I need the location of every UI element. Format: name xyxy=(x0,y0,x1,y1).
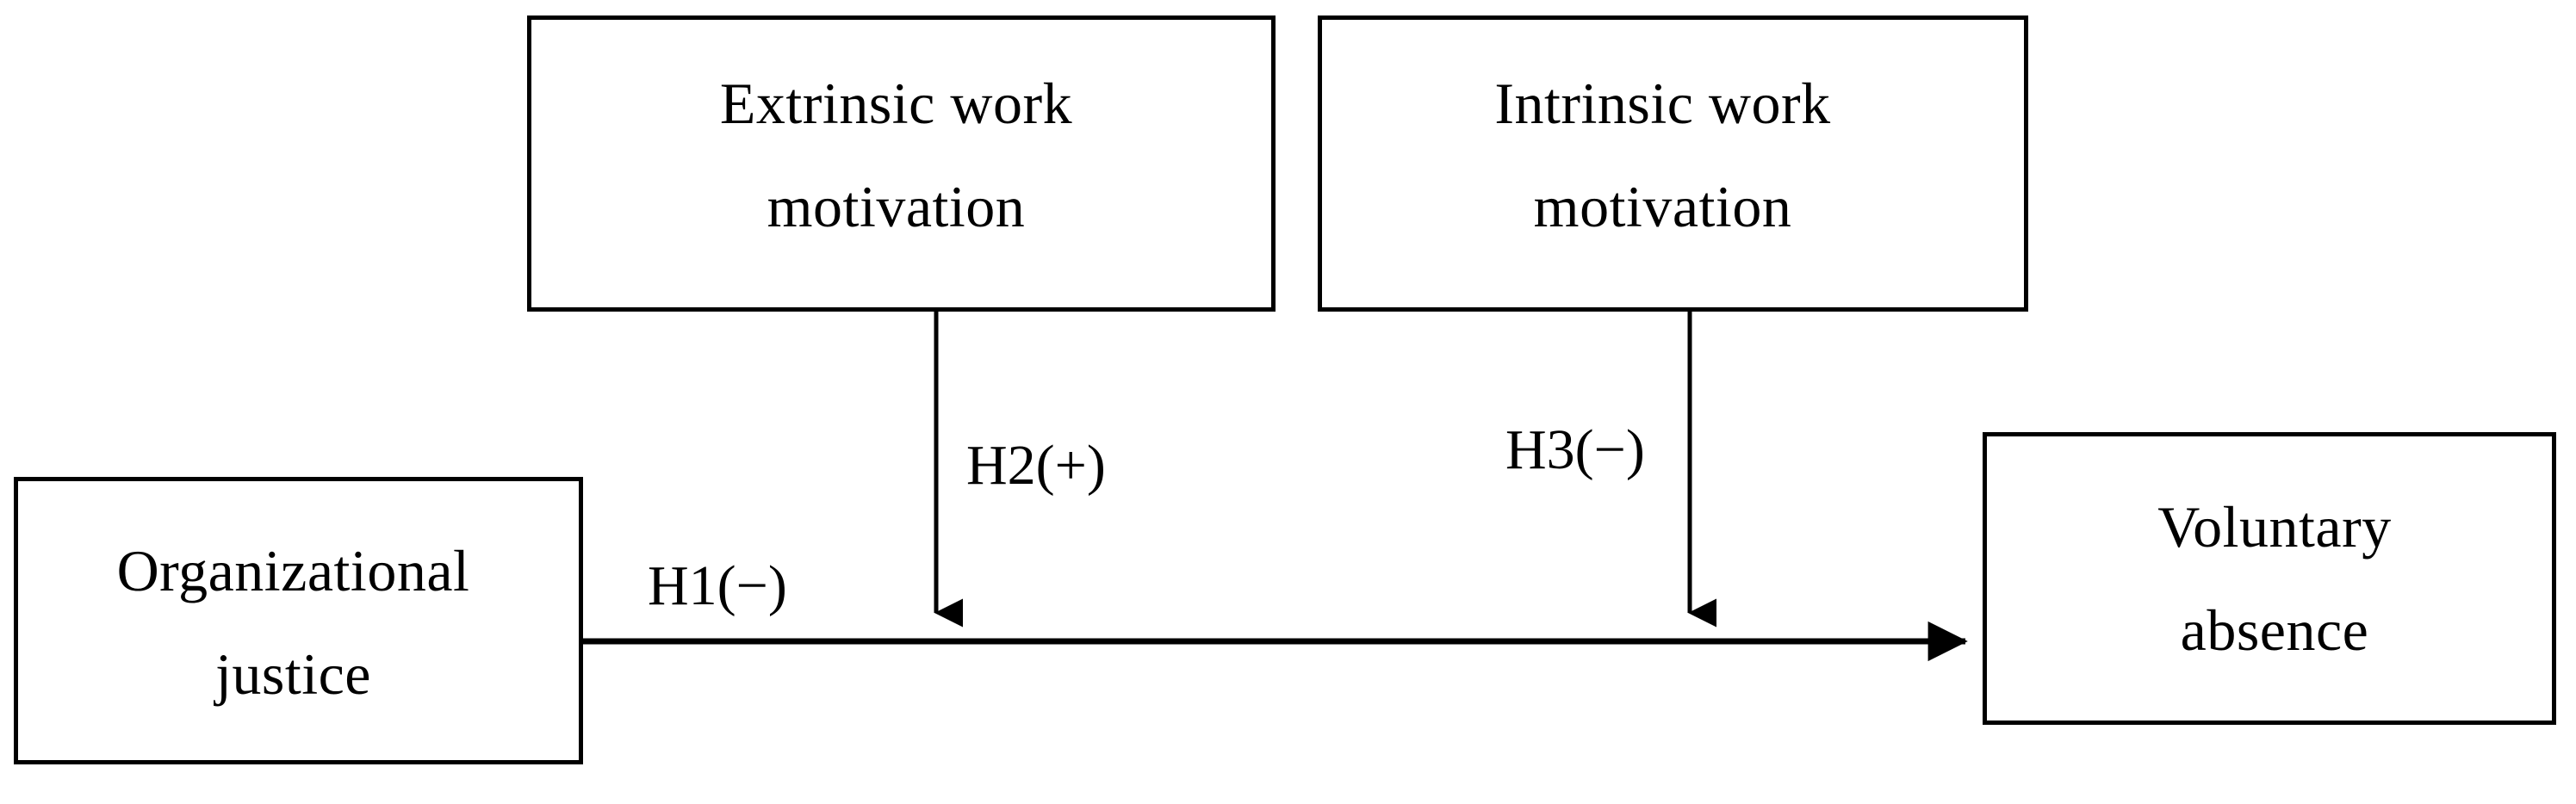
node-absence-line-2: absence xyxy=(2180,597,2369,663)
edge-label-h1: H1(−) xyxy=(648,554,787,617)
node-justice-line-2: justice xyxy=(214,641,371,707)
node-intrinsic-line-1: Intrinsic work xyxy=(1494,71,1831,136)
node-absence-text: Voluntary absence xyxy=(2157,498,2391,659)
node-extrinsic-work-motivation: Extrinsic work motivation xyxy=(527,15,1276,312)
edge-label-h3: H3(−) xyxy=(1505,418,1645,481)
node-justice-line-1: Organizational xyxy=(116,538,470,603)
node-extrinsic-line-1: Extrinsic work xyxy=(719,71,1073,136)
node-absence-line-1: Voluntary xyxy=(2157,494,2392,560)
node-intrinsic-text: Intrinsic work motivation xyxy=(1494,74,1830,236)
node-organizational-justice: Organizational justice xyxy=(14,477,583,764)
edge-label-h2: H2(+) xyxy=(966,434,1106,497)
node-justice-text: Organizational justice xyxy=(117,541,470,703)
node-extrinsic-text: Extrinsic work motivation xyxy=(720,74,1072,236)
node-intrinsic-work-motivation: Intrinsic work motivation xyxy=(1318,15,2028,312)
node-voluntary-absence: Voluntary absence xyxy=(1983,432,2556,725)
node-intrinsic-line-2: motivation xyxy=(1533,174,1792,239)
node-extrinsic-line-2: motivation xyxy=(767,174,1026,239)
